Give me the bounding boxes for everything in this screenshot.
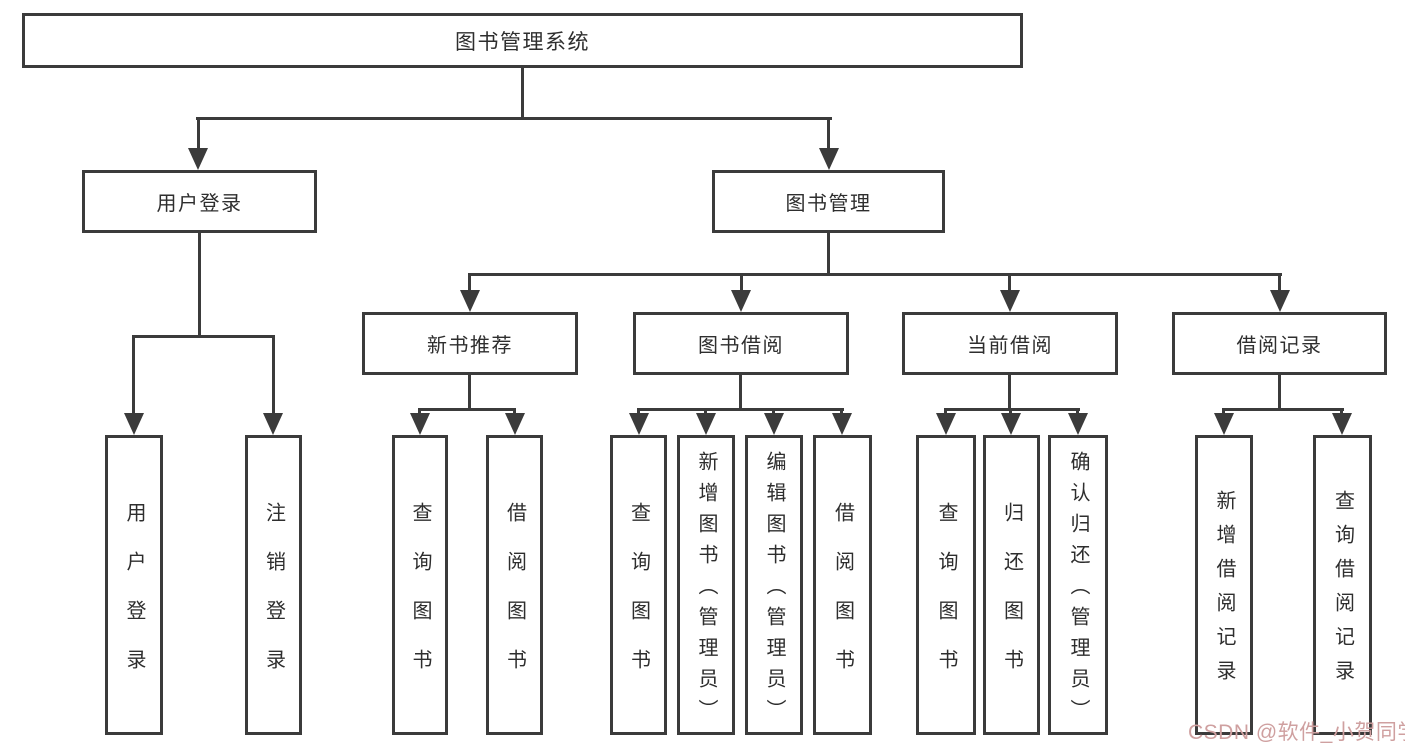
- arrowhead-icon: [1068, 413, 1088, 435]
- connector-line: [272, 335, 275, 417]
- connector-line: [1278, 375, 1281, 411]
- arrowhead-icon: [731, 290, 751, 312]
- node-label: 用户登录: [156, 193, 243, 215]
- arrowhead-icon: [1001, 413, 1021, 435]
- leaf-return-books: 归还图书: [983, 435, 1040, 735]
- connector-line: [513, 408, 516, 416]
- node-book-borrowing: 图书借阅: [633, 312, 849, 375]
- arrowhead-icon: [819, 148, 839, 170]
- leaf-label: 确认归还（管理员）: [1067, 451, 1089, 730]
- leaf-label: 新增借阅记录: [1213, 490, 1235, 694]
- connector-line: [827, 117, 830, 153]
- leaf-label: 注销登录: [262, 501, 285, 698]
- connector-line: [197, 117, 200, 153]
- leaf-label: 新增图书（管理员）: [695, 451, 717, 730]
- arrowhead-icon: [1214, 413, 1234, 435]
- leaf-logout: 注销登录: [245, 435, 302, 735]
- connector-line: [468, 273, 1282, 276]
- connector-line: [637, 408, 640, 416]
- arrowhead-icon: [410, 413, 430, 435]
- connector-line: [1278, 273, 1281, 293]
- connector-line: [132, 335, 135, 417]
- arrowhead-icon: [832, 413, 852, 435]
- arrowhead-icon: [188, 148, 208, 170]
- arrowhead-icon: [505, 413, 525, 435]
- arrowhead-icon: [263, 413, 283, 435]
- leaf-borrow-books: 借阅图书: [486, 435, 543, 735]
- arrowhead-icon: [629, 413, 649, 435]
- arrowhead-icon: [1000, 290, 1020, 312]
- leaf-edit-book-admin: 编辑图书（管理员）: [745, 435, 803, 735]
- node-current-borrowing: 当前借阅: [902, 312, 1118, 375]
- connector-line: [521, 68, 524, 120]
- leaf-add-book-admin: 新增图书（管理员）: [677, 435, 735, 735]
- arrowhead-icon: [1332, 413, 1352, 435]
- connector-line: [944, 408, 1080, 411]
- node-borrowing-records: 借阅记录: [1172, 312, 1387, 375]
- csdn-watermark: CSDN @软件_小贺同学: [1188, 721, 1405, 744]
- connector-line: [1222, 408, 1225, 416]
- connector-line: [196, 117, 832, 120]
- connector-line: [704, 408, 707, 416]
- leaf-label: 借阅图书: [503, 501, 526, 698]
- node-library-management-system: 图书管理系统: [22, 13, 1023, 68]
- node-label: 当前借阅: [967, 335, 1053, 357]
- connector-line: [198, 233, 201, 338]
- node-label: 借阅记录: [1236, 335, 1323, 357]
- leaf-label: 查询图书: [627, 501, 650, 698]
- node-book-management: 图书管理: [712, 170, 945, 233]
- leaf-user-login: 用户登录: [105, 435, 163, 735]
- node-label: 图书借阅: [698, 335, 784, 357]
- leaf-borrow-books-2: 借阅图书: [813, 435, 872, 735]
- leaf-label: 编辑图书（管理员）: [763, 451, 785, 730]
- leaf-query-books: 查询图书: [392, 435, 448, 735]
- leaf-label: 查询图书: [935, 501, 957, 698]
- connector-line: [740, 273, 743, 293]
- connector-line: [827, 233, 830, 276]
- connector-line: [418, 408, 421, 416]
- connector-line: [468, 273, 471, 293]
- connector-line: [1340, 408, 1343, 416]
- arrowhead-icon: [124, 413, 144, 435]
- connector-line: [739, 375, 742, 411]
- connector-line: [468, 375, 471, 411]
- node-label: 图书管理系统: [455, 30, 590, 54]
- arrowhead-icon: [936, 413, 956, 435]
- leaf-confirm-return-admin: 确认归还（管理员）: [1048, 435, 1108, 735]
- leaf-label: 查询图书: [409, 501, 431, 698]
- connector-line: [840, 408, 843, 416]
- connector-line: [637, 408, 844, 411]
- connector-line: [1222, 408, 1344, 411]
- arrowhead-icon: [460, 290, 480, 312]
- connector-line: [772, 408, 775, 416]
- connector-line: [944, 408, 947, 416]
- arrowhead-icon: [1270, 290, 1290, 312]
- leaf-query-books-2: 查询图书: [610, 435, 667, 735]
- connector-line: [132, 335, 275, 338]
- leaf-add-borrow-record: 新增借阅记录: [1195, 435, 1253, 735]
- arrowhead-icon: [696, 413, 716, 435]
- node-user-login: 用户登录: [82, 170, 317, 233]
- leaf-query-borrow-record: 查询借阅记录: [1313, 435, 1372, 735]
- leaf-label: 用户登录: [123, 501, 145, 698]
- connector-line: [1009, 408, 1012, 416]
- connector-line: [418, 408, 516, 411]
- connector-line: [1076, 408, 1079, 416]
- arrowhead-icon: [764, 413, 784, 435]
- node-new-book-recommend: 新书推荐: [362, 312, 578, 375]
- node-label: 新书推荐: [427, 335, 513, 357]
- leaf-query-books-3: 查询图书: [916, 435, 976, 735]
- connector-line: [1008, 375, 1011, 411]
- leaf-label: 借阅图书: [831, 501, 854, 698]
- node-label: 图书管理: [785, 193, 872, 215]
- leaf-label: 查询借阅记录: [1331, 490, 1354, 694]
- leaf-label: 归还图书: [1000, 501, 1023, 698]
- connector-line: [1008, 273, 1011, 293]
